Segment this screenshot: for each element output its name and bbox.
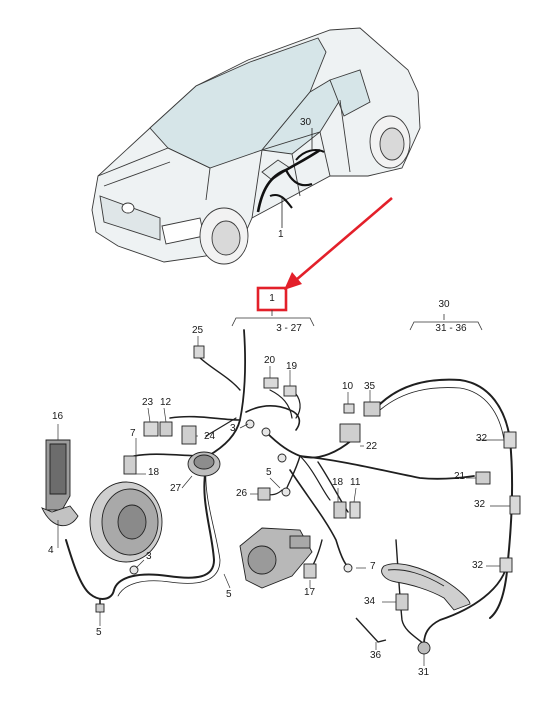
callout-32-bottom: 32 bbox=[472, 560, 484, 571]
callout-4: 4 bbox=[48, 545, 54, 556]
callout-27: 27 bbox=[170, 483, 182, 494]
callout-34: 34 bbox=[364, 596, 376, 607]
callout-18-right: 18 bbox=[332, 477, 344, 488]
callout-22: 22 bbox=[366, 441, 378, 452]
callout-25: 25 bbox=[192, 325, 204, 336]
callout-5-motor: 5 bbox=[226, 589, 232, 600]
callout-24: 24 bbox=[204, 431, 216, 442]
callout-7-left: 7 bbox=[130, 428, 136, 439]
callout-18-left: 18 bbox=[148, 467, 160, 478]
callout-19: 19 bbox=[286, 361, 298, 372]
callout-35: 35 bbox=[364, 381, 376, 392]
callout-3-27: 3 - 27 bbox=[276, 323, 302, 334]
callout-16: 16 bbox=[52, 411, 64, 422]
components bbox=[41, 345, 521, 655]
callout-10: 10 bbox=[342, 381, 354, 392]
callout-5-middle: 5 bbox=[266, 467, 272, 478]
red-arrow-line bbox=[295, 197, 393, 281]
callout-1-car: 1 bbox=[278, 229, 284, 240]
callout-32-top: 32 bbox=[476, 433, 488, 444]
callout-7-right: 7 bbox=[370, 561, 376, 572]
callout-30-car: 30 bbox=[300, 117, 312, 128]
callout-30-top: 30 bbox=[438, 299, 450, 310]
callout-31: 31 bbox=[418, 667, 430, 678]
callout-3-upper: 3 bbox=[230, 423, 236, 434]
leader-lines bbox=[57, 336, 510, 666]
callout-17: 17 bbox=[304, 587, 316, 598]
callout-1-box: 1 bbox=[269, 293, 275, 304]
group-brackets bbox=[231, 310, 483, 331]
callout-20: 20 bbox=[264, 355, 276, 366]
callout-3-lower: 3 bbox=[146, 551, 152, 562]
callout-11: 11 bbox=[350, 477, 361, 488]
callout-36: 36 bbox=[370, 650, 382, 661]
callout-26: 26 bbox=[236, 488, 248, 499]
car-illustration bbox=[91, 27, 421, 265]
callout-32-middle: 32 bbox=[474, 499, 486, 510]
red-arrow-head bbox=[284, 272, 302, 290]
callout-12: 12 bbox=[160, 397, 172, 408]
callout-23: 23 bbox=[142, 397, 154, 408]
callout-21: 21 bbox=[454, 471, 466, 482]
callout-5-bottom: 5 bbox=[96, 627, 102, 638]
callout-31-36: 31 - 36 bbox=[435, 323, 467, 334]
